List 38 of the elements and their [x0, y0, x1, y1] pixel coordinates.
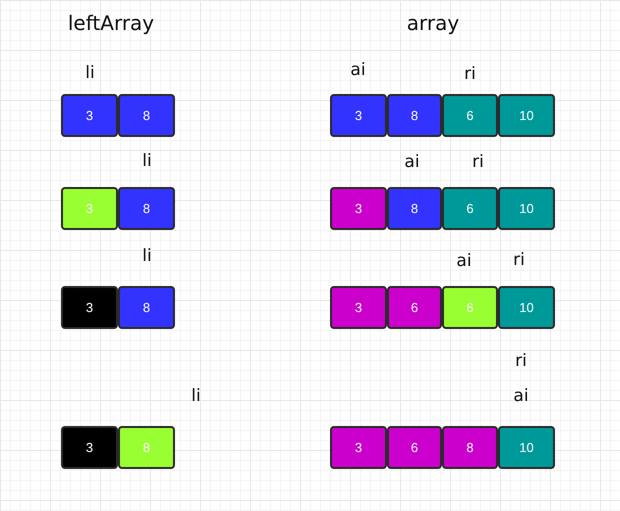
pointer-label: li: [142, 246, 152, 266]
array-cell: 10: [498, 426, 555, 469]
array-cell: 10: [498, 94, 555, 137]
array-cell: 3: [61, 286, 118, 329]
array-cell: 6: [442, 187, 498, 230]
pointer-label: li: [85, 63, 95, 83]
array-cell: 3: [61, 94, 118, 137]
array-cell: 3: [330, 426, 387, 469]
array-cell: 3: [330, 94, 387, 137]
array-cell: 6: [387, 426, 442, 469]
pointer-label: ri: [513, 250, 525, 270]
pointer-label: ai: [513, 386, 529, 406]
pointer-label: ri: [464, 64, 476, 84]
pointer-label: ri: [515, 351, 527, 371]
array-cell: 6: [442, 94, 498, 137]
array-cell: 10: [498, 187, 555, 230]
array-cell: 8: [118, 187, 175, 230]
array-cell: 8: [387, 94, 442, 137]
array-cell: 8: [387, 187, 442, 230]
array-cell: 3: [330, 286, 387, 329]
array-heading: array: [406, 11, 460, 35]
array-cell: 8: [118, 286, 175, 329]
array-cell: 3: [61, 187, 118, 230]
pointer-label: ai: [350, 60, 366, 80]
pointer-label: ai: [404, 152, 420, 172]
array-heading: leftArray: [68, 11, 154, 35]
array-cell: 10: [498, 286, 555, 329]
array-cell: 8: [442, 426, 498, 469]
array-cell: 8: [118, 94, 175, 137]
array-cell: 8: [118, 426, 175, 469]
array-cell: 6: [442, 286, 498, 329]
array-cell: 6: [387, 286, 442, 329]
pointer-label: ai: [456, 251, 472, 271]
pointer-label: li: [142, 151, 152, 171]
array-cell: 3: [61, 426, 118, 469]
pointer-label: li: [191, 386, 201, 406]
pointer-label: ri: [472, 152, 484, 172]
array-cell: 3: [330, 187, 387, 230]
